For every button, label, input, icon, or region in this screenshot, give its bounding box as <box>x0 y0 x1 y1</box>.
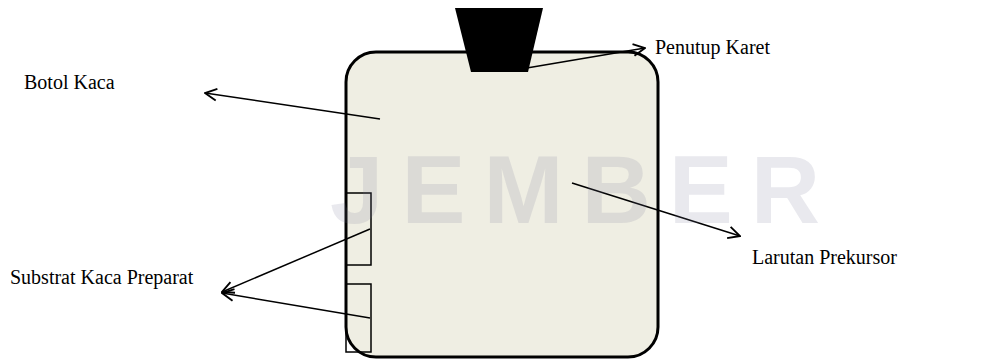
part-label: Botol Kaca <box>24 67 194 97</box>
glass-bottle <box>346 52 658 357</box>
substrate-slide <box>346 193 371 265</box>
rubber-stopper <box>455 8 543 72</box>
leader-line <box>205 93 380 119</box>
part-label: Substrat Kaca Preparat <box>10 262 210 292</box>
watermark: JEMBER <box>330 135 838 245</box>
leader-line <box>222 229 370 292</box>
part-label: Larutan Prekursor <box>752 242 972 272</box>
leader-line <box>572 183 740 236</box>
leader-line <box>515 48 645 70</box>
leader-line <box>222 293 370 318</box>
part-label: Penutup Karet <box>655 32 855 62</box>
